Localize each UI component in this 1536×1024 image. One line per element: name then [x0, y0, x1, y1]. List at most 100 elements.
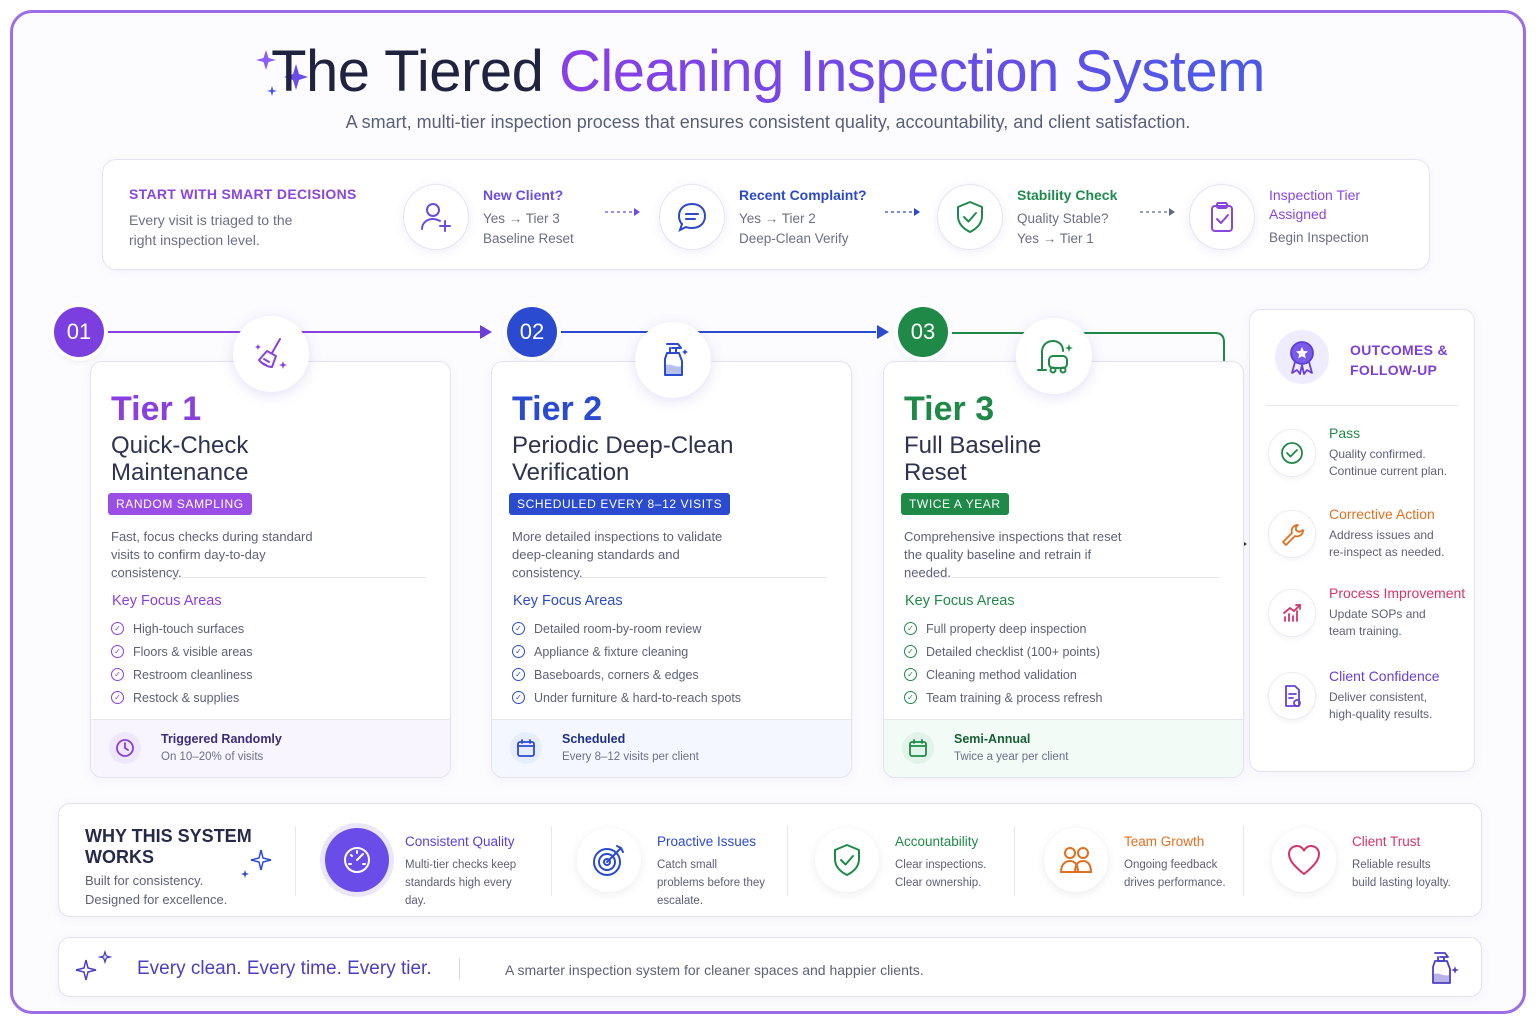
document-icon: [1268, 672, 1316, 720]
divider: [787, 826, 788, 896]
tier-footer-title: Scheduled: [562, 732, 626, 746]
focus-item-text: Cleaning method validation: [926, 667, 1077, 682]
focus-item-text: Floors & visible areas: [133, 644, 253, 659]
tier-card-1: Tier 1 Quick-Check Maintenance RANDOM SA…: [90, 361, 451, 778]
divider: [295, 826, 296, 896]
award-ribbon-icon: [1275, 330, 1329, 384]
tier-name: Tier 2: [512, 390, 603, 428]
tier-card-2: Tier 2 Periodic Deep-Clean Verification …: [491, 361, 852, 778]
check-icon: ✓: [512, 645, 525, 658]
spray-bottle-icon: [635, 322, 711, 398]
focus-list: ✓High-touch surfaces ✓ Floors & visible a…: [111, 617, 253, 709]
tier-footer-text: Every 8–12 visits per client: [562, 751, 699, 763]
broom-icon: [233, 316, 309, 392]
sparkle-icon: [75, 950, 113, 981]
tier-subtitle: Periodic Deep-Clean Verification: [512, 432, 734, 486]
benefit-item-accountability: Accountability Clear inspections. Clear …: [815, 826, 1045, 896]
list-item: ✓Restroom cleanliness: [111, 663, 253, 686]
arrow-right-icon: [605, 208, 640, 216]
tier-footer: Triggered Randomly On 10–20% of visits: [91, 719, 450, 777]
tier-footer-text: On 10–20% of visits: [161, 751, 264, 763]
benefits-text: Built for consistency. Designed for exce…: [85, 873, 228, 907]
divider: [1014, 826, 1015, 896]
tier-subtitle: Full Baseline Reset: [904, 432, 1042, 486]
list-item: ✓High-touch surfaces: [111, 617, 253, 640]
vacuum-icon: [1016, 318, 1092, 394]
arrow-right-icon: [1140, 208, 1175, 216]
focus-item-text: Full property deep inspection: [926, 621, 1087, 636]
outcomes-panel: OUTCOMES & FOLLOW-UP Pass Quality confir…: [1249, 309, 1475, 772]
page-title: The Tiered Cleaning Inspection System: [0, 38, 1536, 105]
focus-item-text: Under furniture & hard-to-reach spots: [534, 690, 742, 705]
benefit-title: Accountability: [895, 834, 979, 849]
sparkle-icon: [256, 50, 308, 96]
tier-subtitle: Quick-Check Maintenance: [111, 432, 249, 486]
check-icon: ✓: [111, 691, 124, 704]
tier-description: Fast, focus checks during standard visit…: [111, 529, 313, 580]
outcome-title: Client Confidence: [1329, 668, 1440, 684]
chat-bubble-icon: [659, 184, 725, 250]
tier-footer: Semi-Annual Twice a year per client: [884, 719, 1243, 777]
heart-icon: [1272, 828, 1336, 892]
outcome-title: Process Improvement: [1329, 585, 1466, 601]
title-plain-text: The Tiered: [271, 39, 559, 104]
benefit-text: Clear inspections. Clear ownership.: [895, 859, 987, 889]
page-subtitle: A smart, multi-tier inspection process t…: [345, 112, 1191, 132]
benefit-text: Catch small problems before they escalat…: [657, 859, 766, 907]
tier-footer: Scheduled Every 8–12 visits per client: [492, 719, 851, 777]
focus-heading: Key Focus Areas: [112, 593, 222, 609]
step-number-badge: 03: [898, 307, 948, 357]
clock-icon: [109, 732, 141, 764]
check-icon: ✓: [111, 622, 124, 635]
list-item: ✓Cleaning method validation: [904, 663, 1102, 686]
spray-bottle-icon: [1432, 952, 1459, 984]
triage-step-title: Recent Complaint?: [739, 187, 867, 203]
calendar-icon: [902, 732, 934, 764]
tagline-subtext: A smarter inspection system for cleaner …: [505, 962, 924, 978]
focus-item-text: Appliance & fixture cleaning: [534, 644, 689, 659]
list-item: ✓ Floors & visible areas: [111, 640, 253, 663]
outcome-title: Corrective Action: [1329, 506, 1435, 522]
benefit-title: Consistent Quality: [405, 834, 515, 849]
triage-step-line2: Baseline Reset: [483, 231, 574, 246]
benefit-text: Multi-tier checks keep standards high ev…: [405, 859, 517, 907]
tier-description: Comprehensive inspections that reset the…: [904, 529, 1122, 580]
calendar-icon: [510, 732, 542, 764]
list-item: ✓ Appliance & fixture cleaning: [512, 640, 741, 663]
shield-check-icon: [937, 184, 1003, 250]
focus-item-text: Restroom cleanliness: [133, 667, 253, 682]
tier-footer-text: Twice a year per client: [954, 751, 1069, 763]
benefit-item-client-trust: Client Trust Reliable results build last…: [1272, 826, 1502, 896]
benefit-title: Team Growth: [1124, 834, 1205, 849]
check-icon: ✓: [904, 645, 917, 658]
list-item: ✓Restock & supplies: [111, 686, 253, 709]
triage-step-line1: Yes → Tier 2: [739, 211, 816, 226]
triage-step-tier-assigned: Inspection Tier Assigned Begin Inspectio…: [1189, 176, 1429, 256]
triage-heading: START WITH SMART DECISIONS: [129, 186, 357, 202]
check-icon: ✓: [111, 645, 124, 658]
check-circle-icon: [1268, 429, 1316, 477]
focus-list: ✓Detailed room-by-room review ✓ Appliance…: [512, 617, 741, 709]
check-icon: ✓: [512, 622, 525, 635]
growth-chart-icon: [1268, 589, 1316, 637]
triage-step-line1: Quality Stable?: [1017, 211, 1109, 226]
benefit-item-proactive-issues: Proactive Issues Catch small problems be…: [577, 826, 807, 907]
triage-step-title: Stability Check: [1017, 187, 1118, 203]
outcome-text: Update SOPs and team training.: [1329, 607, 1426, 638]
triage-step-line2: Deep-Clean Verify: [739, 231, 849, 246]
check-icon: ✓: [904, 622, 917, 635]
tier-card-3: Tier 3 Full Baseline Reset TWICE A YEAR …: [883, 361, 1244, 778]
tier-name: Tier 1: [111, 390, 202, 428]
list-item: ✓Under furniture & hard-to-reach spots: [512, 686, 741, 709]
triage-step-line2: Yes → Tier 1: [1017, 231, 1094, 246]
focus-item-text: Baseboards, corners & edges: [534, 667, 699, 682]
triage-step-title: Inspection Tier Assigned: [1269, 187, 1361, 222]
benefit-text: Ongoing feedback drives performance.: [1124, 859, 1226, 889]
divider: [551, 826, 552, 896]
benefits-panel: WHY THIS SYSTEM WORKS Built for consiste…: [58, 803, 1482, 917]
tagline-banner: Every clean. Every time. Every tier. A s…: [58, 937, 1482, 997]
list-item: ✓Team training & process refresh: [904, 686, 1102, 709]
triage-step-recent-complaint: Recent Complaint? Yes → Tier 2 Deep-Clean…: [659, 176, 919, 256]
wrench-icon: [1268, 510, 1316, 558]
list-item: ✓Detailed room-by-room review: [512, 617, 741, 640]
